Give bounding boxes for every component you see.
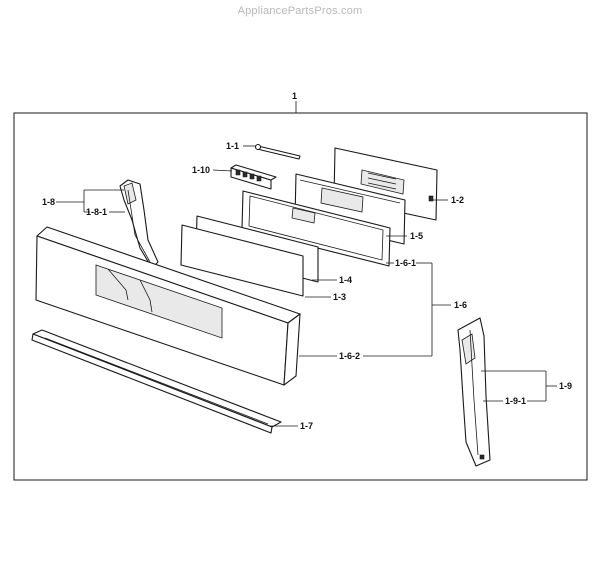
label-1-5: 1-5 (410, 231, 423, 241)
part-1-3-glass[interactable] (180, 224, 304, 297)
label-1-10: 1-10 (192, 165, 210, 175)
part-1-10-connector[interactable] (230, 164, 277, 190)
label-1: 1 (292, 91, 297, 101)
label-1-3: 1-3 (333, 292, 346, 302)
part-labels: 1 1-1 1-10 1-2 1-5 1-8 1-8-1 1-6-1 1-4 1… (42, 91, 572, 431)
part-1-6-2-control-panel[interactable] (35, 226, 301, 386)
label-1-2: 1-2 (451, 195, 464, 205)
part-1-1-rod[interactable] (254, 143, 301, 160)
label-1-9: 1-9 (559, 381, 572, 391)
label-1-7: 1-7 (300, 421, 313, 431)
watermark: AppliancePartsPros.com (237, 5, 363, 17)
diagram-frame (13, 112, 588, 481)
label-1-6-2: 1-6-2 (339, 351, 360, 361)
part-1-9-right-bracket[interactable] (457, 317, 491, 467)
label-1-8: 1-8 (42, 197, 55, 207)
label-1-4: 1-4 (339, 275, 352, 285)
label-1-1: 1-1 (226, 141, 239, 151)
part-1-6-1-frame[interactable] (241, 190, 391, 267)
part-1-7-bottom-trim[interactable] (31, 329, 282, 434)
label-1-9-1: 1-9-1 (505, 396, 526, 406)
leader-lines (56, 101, 557, 427)
label-1-6: 1-6 (454, 300, 467, 310)
label-1-8-1: 1-8-1 (86, 207, 107, 217)
label-1-6-1: 1-6-1 (395, 258, 416, 268)
part-1-8-left-bracket[interactable] (119, 179, 159, 269)
